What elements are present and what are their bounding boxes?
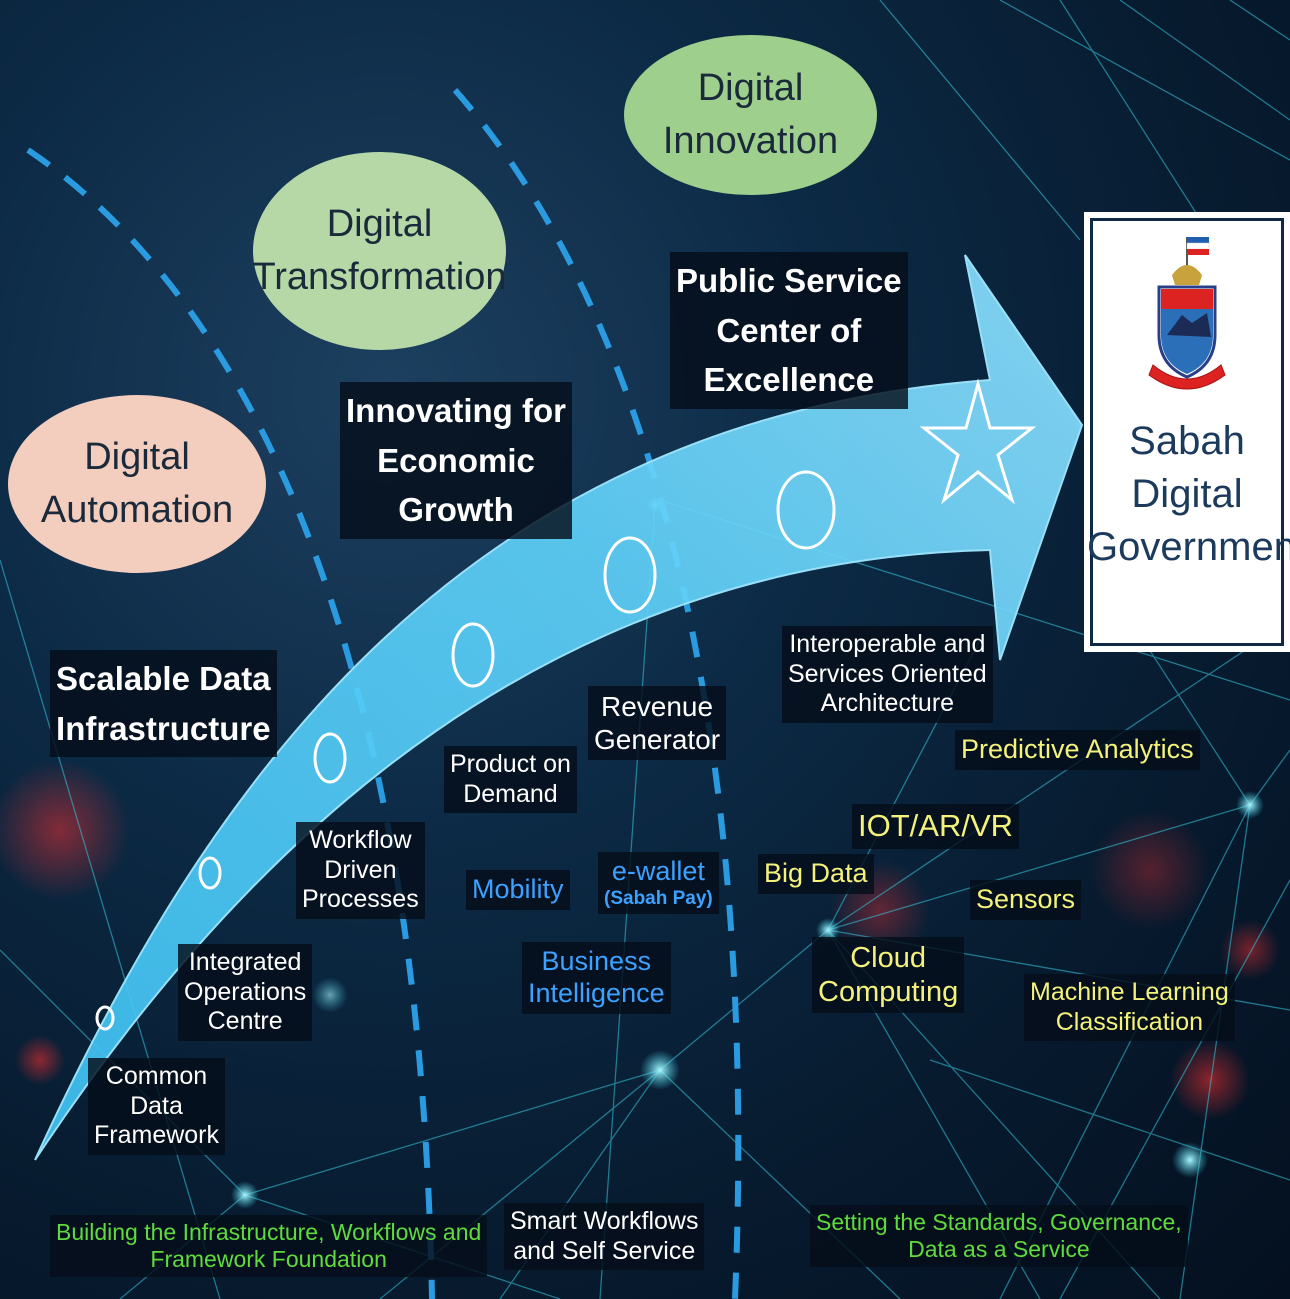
footer-smart-workflows: Smart Workflows and Self Service	[504, 1203, 705, 1270]
heading-public-service-excellence: Public Service Center of Excellence	[670, 252, 908, 409]
phase-digital-automation: Digital Automation	[8, 395, 266, 573]
logo-title: Sabah Digital Government	[1087, 419, 1290, 570]
milestone-circle-6	[776, 470, 836, 550]
label-cloud-computing: Cloud Computing	[812, 937, 965, 1014]
label-machine-learning: Machine Learning Classification	[1024, 974, 1235, 1041]
footer-building-infrastructure: Building the Infrastructure, Workflows a…	[50, 1215, 488, 1278]
label-business-intelligence: Business Intelligence	[522, 942, 671, 1014]
label-ewallet: e-wallet (Sabah Pay)	[598, 852, 719, 915]
label-predictive-analytics: Predictive Analytics	[955, 730, 1200, 770]
label-product-on-demand: Product on Demand	[444, 746, 577, 813]
milestone-circle-5	[603, 536, 657, 614]
milestone-circle-4	[451, 622, 495, 688]
red-bokeh-lights	[0, 760, 1280, 1120]
label-common-data-framework: Common Data Framework	[88, 1058, 226, 1155]
phase-digital-transformation: Digital Transformation	[252, 152, 507, 350]
label-sensors: Sensors	[970, 880, 1082, 920]
milestone-circle-2	[198, 856, 222, 890]
sabah-digital-government-logo: Sabah Digital Government	[1084, 212, 1290, 652]
milestone-circle-1	[95, 1005, 115, 1031]
star-icon	[919, 378, 1037, 505]
label-workflow-driven-processes: Workflow Driven Processes	[296, 822, 425, 919]
milestone-circle-3	[313, 732, 347, 784]
label-big-data: Big Data	[758, 854, 874, 894]
label-revenue-generator: Revenue Generator	[588, 686, 727, 761]
milestone-markers	[95, 378, 1037, 1031]
sabah-coat-of-arms-icon	[1148, 237, 1226, 390]
footer-setting-standards: Setting the Standards, Governance, Data …	[810, 1205, 1188, 1268]
heading-scalable-data-infrastructure: Scalable Data Infrastructure	[50, 650, 277, 757]
label-mobility: Mobility	[466, 870, 570, 910]
label-iot-ar-vr: IOT/AR/VR	[852, 804, 1020, 849]
label-integrated-operations-centre: Integrated Operations Centre	[178, 944, 313, 1041]
phase-digital-innovation: Digital Innovation	[624, 35, 877, 195]
heading-innovating-economic-growth: Innovating for Economic Growth	[340, 382, 572, 539]
label-interoperable-architecture: Interoperable and Services Oriented Arch…	[782, 626, 993, 723]
